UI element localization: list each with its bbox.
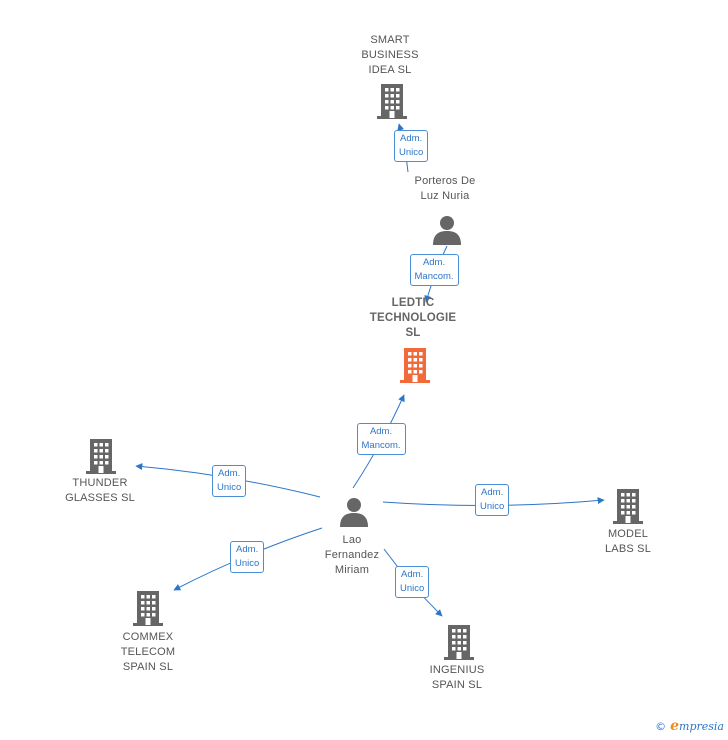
- brand-logo-text: mpresia: [679, 720, 724, 733]
- person-icon-lao[interactable]: [338, 496, 370, 533]
- node-label-ingenius[interactable]: INGENIUS SPAIN SL: [429, 664, 485, 691]
- brand-footer: ©empresia: [655, 718, 724, 734]
- node-label-ledtic[interactable]: LEDTIC TECHNOLOGIE SL: [369, 296, 457, 339]
- person-icon-porteros[interactable]: [431, 214, 463, 251]
- building-icon-ledtic[interactable]: [398, 347, 432, 388]
- node-label-model[interactable]: MODEL LABS SL: [604, 528, 652, 555]
- node-label-lao[interactable]: Lao Fernandez Miriam: [324, 533, 380, 576]
- edge-label-lao-to-ingenius: Adm. Unico: [395, 566, 430, 598]
- edge-label-lao-to-ledtic: Adm. Mancom.: [356, 423, 406, 455]
- node-label-smart[interactable]: SMART BUSINESS IDEA SL: [361, 33, 419, 76]
- building-icon-ingenius[interactable]: [442, 624, 476, 665]
- edge-label-porteros-to-ledtic: Adm. Mancom.: [409, 254, 459, 286]
- node-label-porteros[interactable]: Porteros De Luz Nuria: [414, 175, 476, 202]
- edge-label-porteros-to-smart: Adm. Unico: [394, 130, 429, 162]
- building-icon-commex[interactable]: [131, 590, 165, 631]
- building-icon-thunder[interactable]: [84, 438, 118, 479]
- building-icon-model[interactable]: [611, 488, 645, 529]
- copyright-symbol: ©: [655, 720, 667, 733]
- edge-label-lao-to-commex: Adm. Unico: [230, 541, 265, 573]
- node-label-thunder[interactable]: THUNDER GLASSES SL: [65, 477, 135, 504]
- node-label-commex[interactable]: COMMEX TELECOM SPAIN SL: [120, 630, 176, 673]
- brand-logo-initial: e: [670, 718, 680, 734]
- building-icon-smart[interactable]: [375, 83, 409, 124]
- edge-label-lao-to-model: Adm. Unico: [475, 484, 510, 516]
- edge-label-lao-to-thunder: Adm. Unico: [212, 465, 247, 497]
